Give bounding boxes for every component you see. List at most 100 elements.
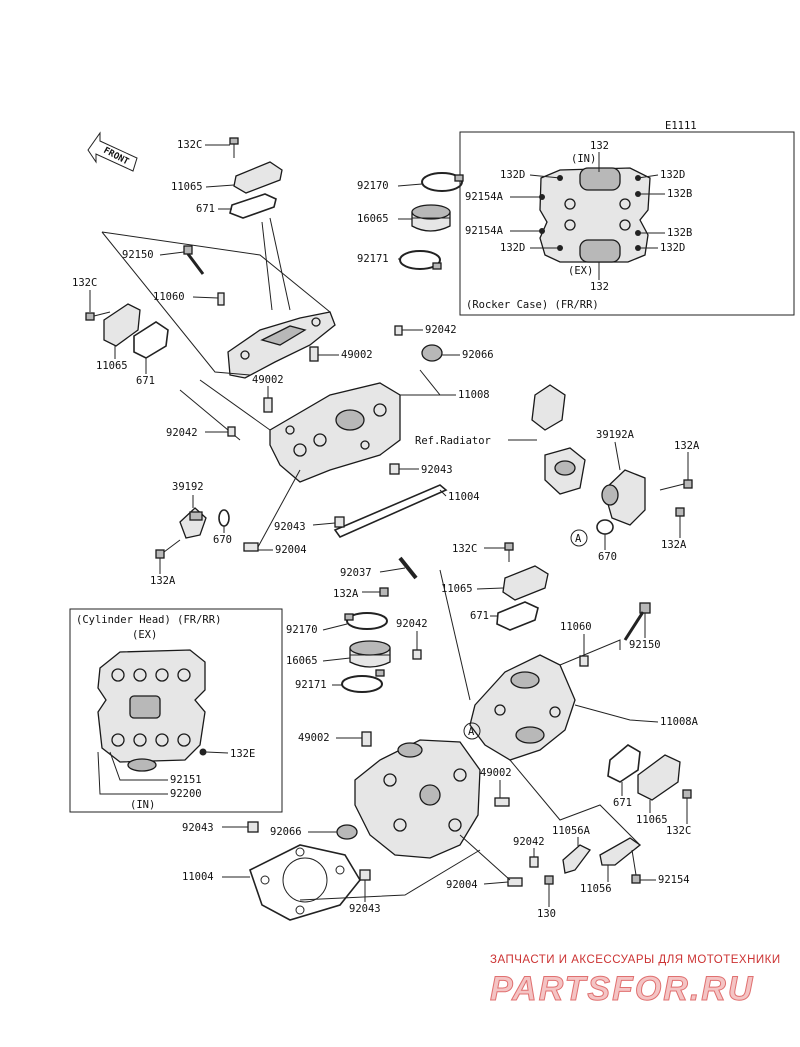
gasket-671-top (229, 193, 277, 219)
tube-49002-b (263, 397, 273, 413)
cylinder-inset-label-92200: 92200 (170, 788, 202, 800)
label-39192a: 39192A (596, 429, 635, 441)
rocker-case-top (227, 311, 336, 379)
label-132c-mid: 132C (452, 543, 477, 555)
gasket-11004-a (333, 484, 448, 538)
label-11056a: 11056A (552, 825, 591, 837)
label-11065-low: 11065 (636, 814, 668, 826)
diagram-code: E1111 (665, 120, 697, 132)
bolt-132a-b (659, 479, 693, 491)
cylinder-head-inset: (Cylinder Head) (FR/RR) (EX) 132E 92151 … (69, 608, 283, 813)
label-92171-mid: 92171 (295, 679, 327, 691)
label-92154: 92154 (658, 874, 690, 886)
label-11060-top: 11060 (153, 291, 185, 303)
cylinder-head-top-view (97, 649, 207, 772)
label-11065-mid: 11065 (441, 583, 473, 595)
label-671-top: 671 (196, 203, 215, 215)
label-92150-top: 92150 (122, 249, 154, 261)
bolt-92154 (631, 849, 641, 884)
bracket-11056a (562, 844, 591, 874)
label-49002-d: 49002 (480, 767, 512, 779)
bolt-132c-left (85, 311, 111, 321)
rocker-label-132-bot: 132 (590, 281, 609, 293)
oring-670-b (596, 519, 614, 535)
label-92150-mid: 92150 (629, 639, 661, 651)
rocker-case-inset: (IN) 132 132D 132D 92154A 132B 92154A 13… (459, 131, 795, 316)
boot-16065-mid (349, 640, 391, 668)
label-11060-mid: 11060 (560, 621, 592, 633)
label-49002-a: 49002 (341, 349, 373, 361)
label-132c-left: 132C (72, 277, 97, 289)
label-92170-top: 92170 (357, 180, 389, 192)
rocker-label-132b-1: 132B (667, 188, 692, 200)
label-ref-radiator: Ref.Radiator (415, 435, 491, 447)
oring-670-a (218, 509, 230, 527)
clamp-92170-mid (344, 612, 388, 630)
label-11008a: 11008A (660, 716, 699, 728)
rocker-label-132d-bl: 132D (500, 242, 525, 254)
boot-16065-top (411, 204, 451, 232)
label-11065-left: 11065 (96, 360, 128, 372)
dowel-92042-a (394, 325, 403, 336)
cover-11065-top (233, 161, 283, 194)
cylinder-inset-label-132e: 132E (230, 748, 255, 760)
label-16065-top: 16065 (357, 213, 389, 225)
label-49002-c: 49002 (298, 732, 330, 744)
seal-92066-b (336, 824, 358, 840)
clamp-92171-mid (341, 669, 385, 693)
bolt-132a-c (675, 507, 685, 517)
label-92066-b: 92066 (270, 826, 302, 838)
tube-49002-a (309, 346, 319, 362)
label-39192: 39192 (172, 481, 204, 493)
dowel-92043-a (389, 463, 400, 475)
dowel-92043-b (334, 516, 345, 528)
dowel-92043-d (359, 869, 371, 881)
watermark-logo: PARTSFOR.RU (490, 970, 754, 1008)
clamp-92170-top (421, 172, 464, 192)
dowel-92042-d (529, 856, 539, 868)
label-circle-a2: A (468, 726, 475, 738)
tube-49002-d (494, 797, 510, 807)
label-132a-d: 132A (333, 588, 359, 600)
rocker-label-132d-tl: 132D (500, 169, 525, 181)
label-132a-b: 132A (674, 440, 700, 452)
gasket-671-left (133, 321, 169, 359)
tube-92037 (398, 556, 418, 580)
bolt-132c-top (229, 137, 239, 158)
label-92043-a: 92043 (421, 464, 453, 476)
bolt-132c-mid (504, 542, 514, 562)
label-130: 130 (537, 908, 556, 920)
bolt-132c-low (682, 789, 692, 799)
label-92037: 92037 (340, 567, 372, 579)
bolt-130 (544, 875, 554, 885)
label-16065-mid: 16065 (286, 655, 318, 667)
bolt-92150-mid (623, 602, 651, 641)
cylinder-head-11008 (269, 382, 401, 483)
plug-11060-mid (579, 655, 589, 667)
label-92004-a: 92004 (275, 544, 307, 556)
cylinder-inset-in-label: (IN) (130, 799, 155, 811)
label-671-left: 671 (136, 375, 155, 387)
label-92042-b: 92042 (166, 427, 198, 439)
seal-92066-a (421, 344, 443, 362)
label-11056: 11056 (580, 883, 612, 895)
label-92042-d: 92042 (513, 836, 545, 848)
rocker-label-132-top: 132 (590, 140, 609, 152)
dowel-92042-c (412, 649, 422, 660)
label-49002-b: 49002 (252, 374, 284, 386)
rocker-label-92154a-1: 92154A (465, 191, 504, 203)
rocker-ex-label: (EX) (568, 265, 593, 277)
label-11004-b: 11004 (182, 871, 214, 883)
thermostat-housing (531, 384, 586, 495)
gasket-11004-b (249, 844, 361, 921)
label-92004-b: 92004 (446, 879, 478, 891)
rocker-label-132d-tr: 132D (660, 169, 685, 181)
bolt-92150-top (183, 245, 205, 275)
rocker-case-mid (469, 654, 576, 761)
label-671-low: 671 (613, 797, 632, 809)
label-92043-c: 92043 (182, 822, 214, 834)
label-670-b: 670 (598, 551, 617, 563)
reference-circle-a2 (463, 722, 481, 740)
cylinder-inset-label-92151: 92151 (170, 774, 202, 786)
